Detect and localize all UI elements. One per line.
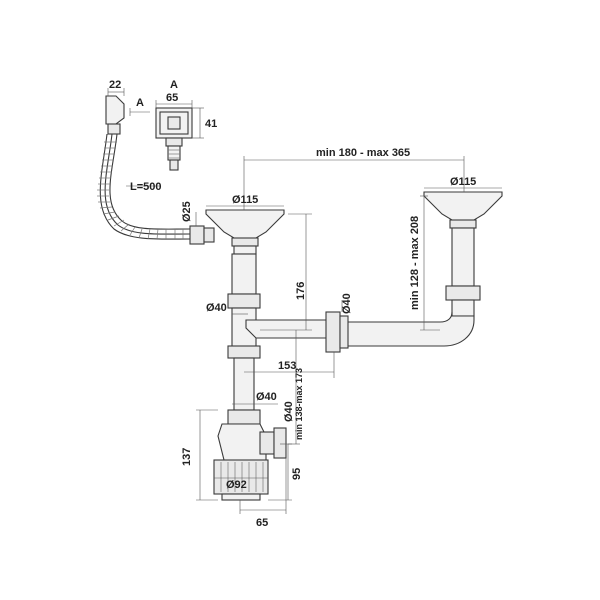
label-diameter-115-left: Ø115	[232, 194, 258, 206]
label-41: 41	[205, 118, 217, 130]
label-65-bottom: 65	[256, 517, 268, 529]
left-sink-strainer	[205, 209, 285, 255]
label-176: 176	[295, 282, 307, 300]
label-153: 153	[278, 360, 296, 372]
label-95: 95	[291, 468, 303, 480]
label-min-138-max-173: min 138-max 173	[294, 368, 304, 440]
left-trap-assembly	[213, 253, 331, 501]
label-diameter-40-left: Ø40	[206, 302, 227, 314]
label-a-top: A	[170, 79, 178, 91]
right-sink-strainer	[423, 191, 503, 317]
dimension-lines	[107, 88, 502, 514]
corrugated-hose	[104, 133, 191, 235]
label-137: 137	[181, 448, 193, 466]
label-diameter-40-lower: Ø40	[256, 391, 277, 403]
dimension-labels: 22 A A 65 41 L=500 Ø25 Ø115 Ø115 min 180…	[109, 79, 476, 529]
label-22: 22	[109, 79, 121, 91]
label-diameter-40-vertical: Ø40	[283, 401, 295, 422]
label-overflow-length: L=500	[130, 181, 162, 193]
overflow-unit	[97, 95, 215, 245]
label-a-side: A	[136, 97, 144, 109]
label-diameter-115-right: Ø115	[450, 176, 476, 188]
label-span-range: min 180 - max 365	[316, 147, 410, 159]
label-diameter-25: Ø25	[181, 201, 193, 222]
label-diameter-40-right: Ø40	[341, 293, 353, 314]
overflow-front-view	[155, 107, 193, 171]
label-right-height-range: min 128 - max 208	[409, 216, 421, 310]
connecting-pipe	[325, 311, 475, 353]
label-diameter-92: Ø92	[226, 479, 247, 491]
label-65-top: 65	[166, 92, 178, 104]
